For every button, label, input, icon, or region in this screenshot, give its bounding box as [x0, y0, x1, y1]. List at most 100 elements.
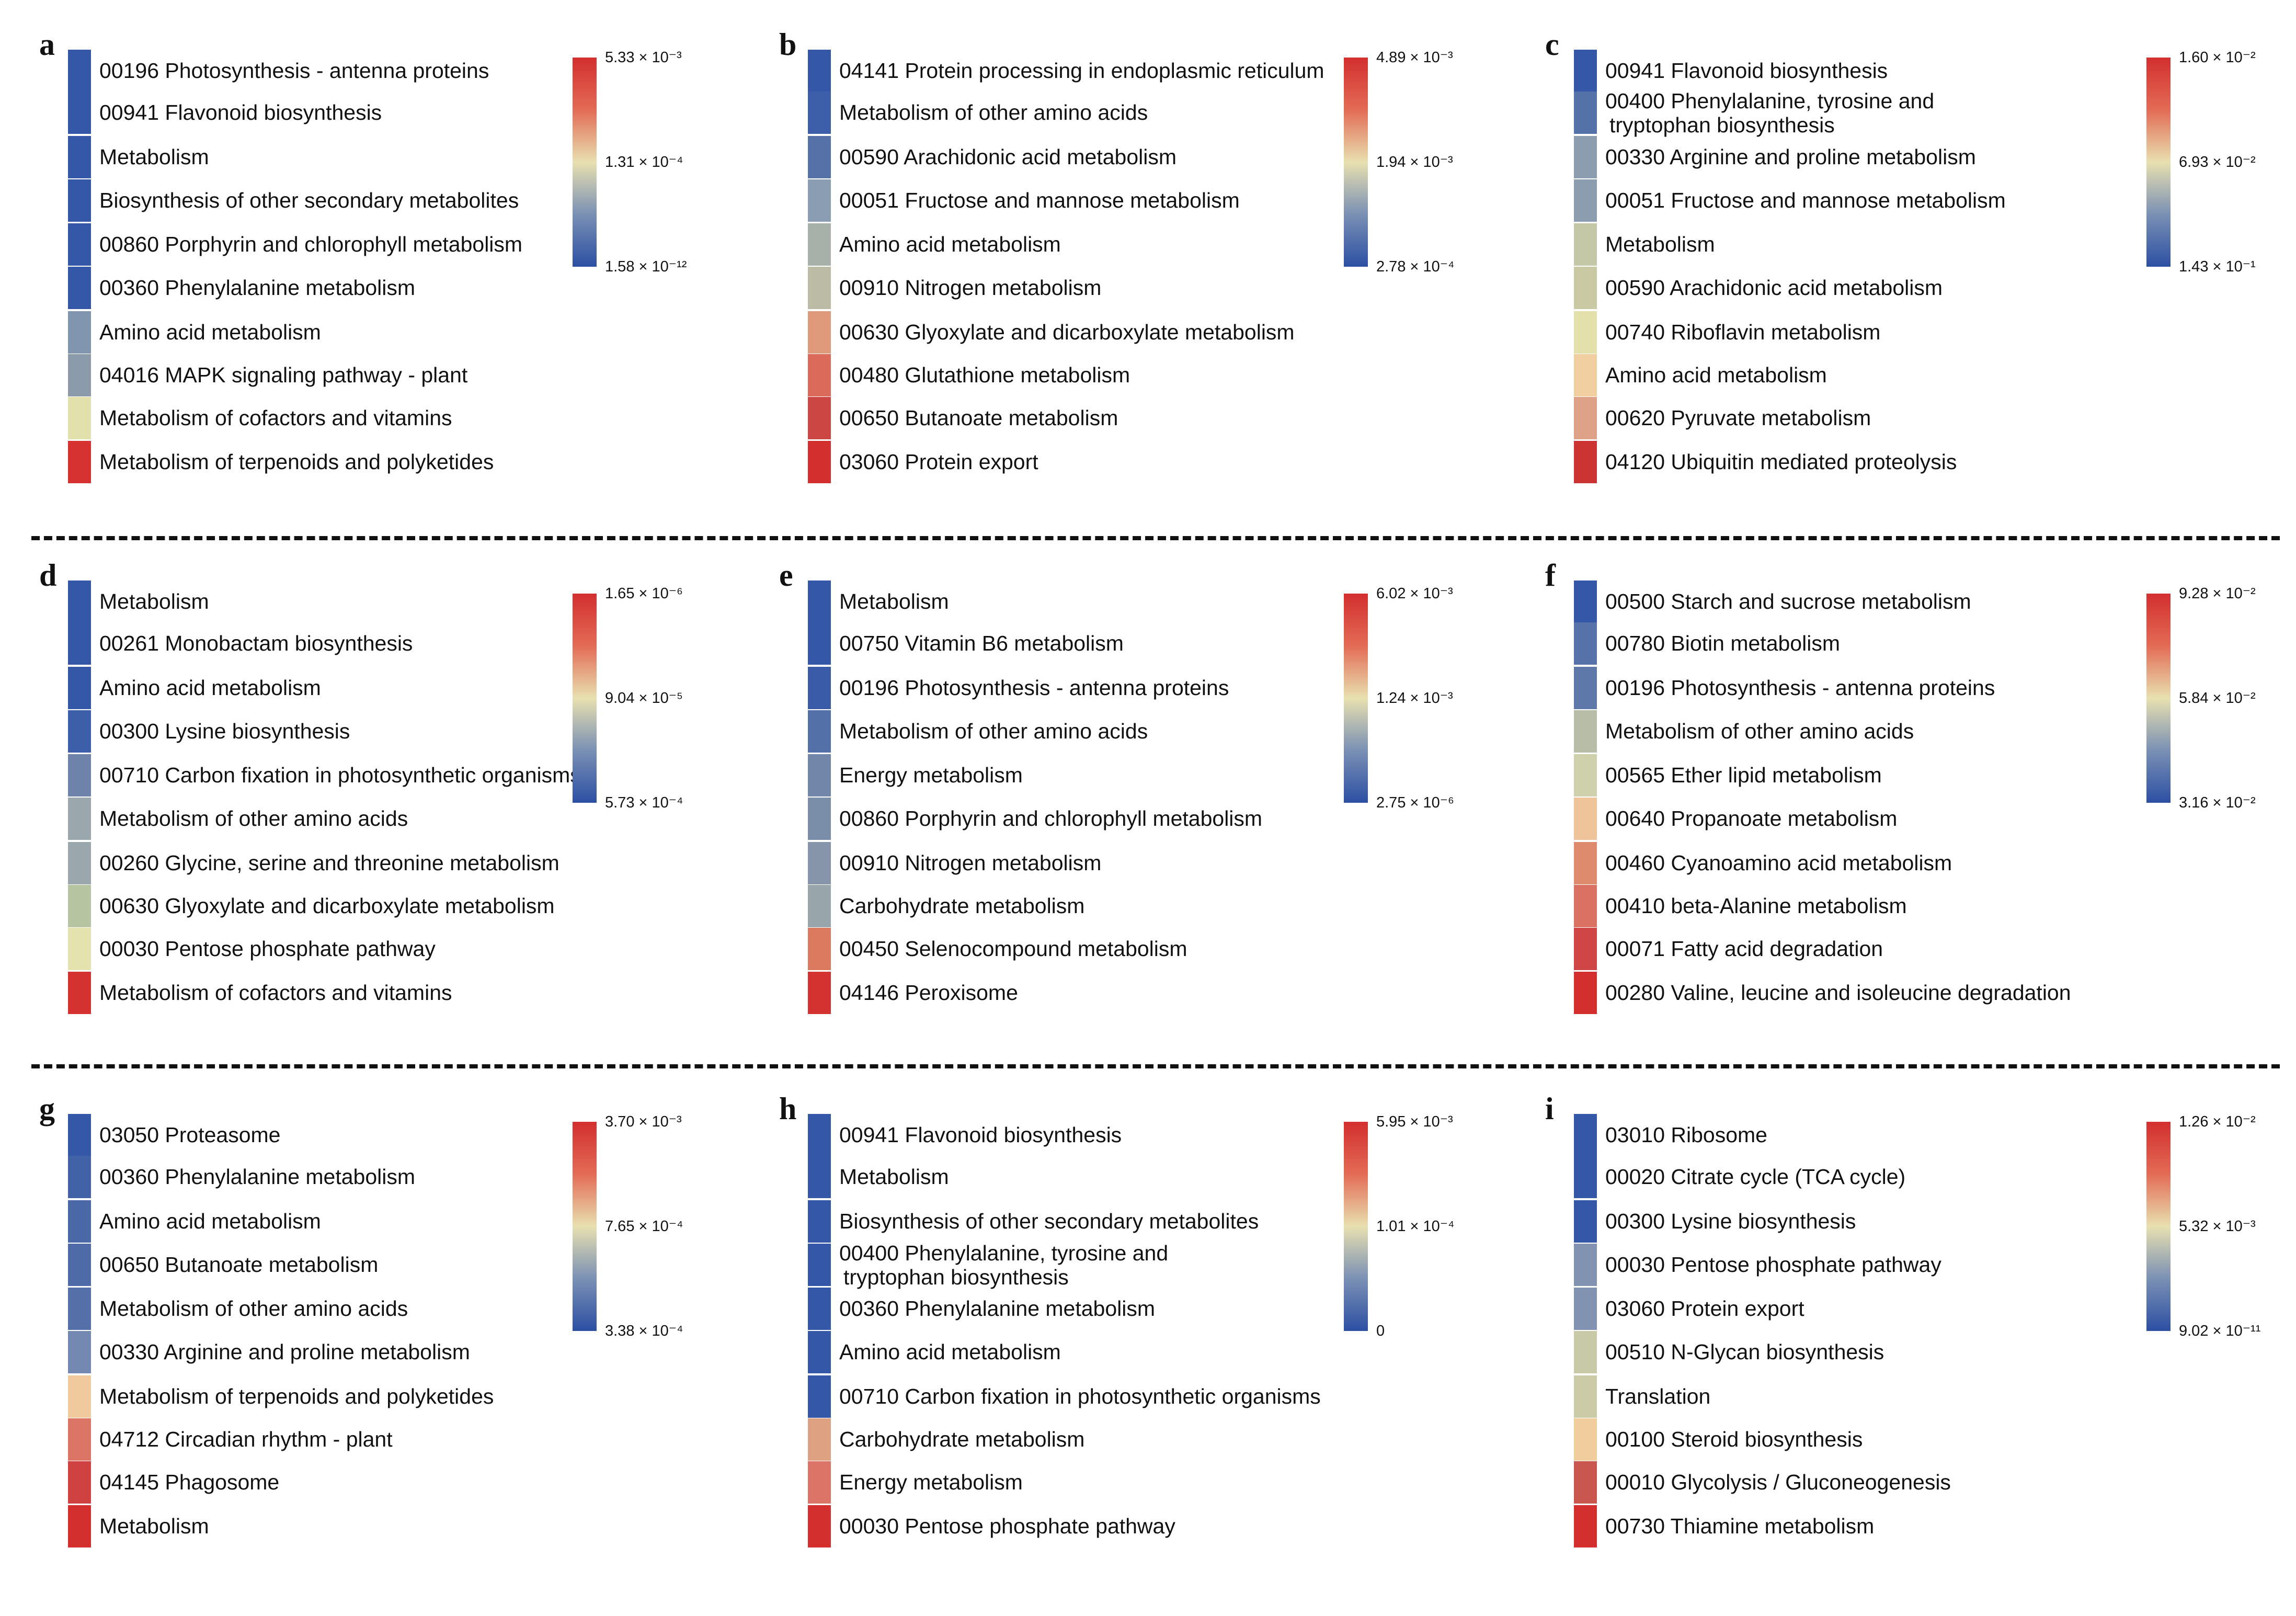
color-swatch: [1574, 1244, 1597, 1286]
color-swatch: [68, 885, 91, 927]
pathway-label: 00650 Butanoate metabolism: [839, 406, 1118, 430]
scale-tick-mid: 6.93 × 10⁻²: [2179, 154, 2256, 170]
scale-tick-mid: 1.31 × 10⁻⁴: [605, 154, 683, 170]
color-swatch: [68, 1114, 91, 1156]
color-swatch: [808, 50, 831, 92]
pathway-label: 03060 Protein export: [839, 450, 1038, 474]
pathway-label: Biosynthesis of other secondary metaboli…: [839, 1209, 1259, 1233]
color-scale-bar: [1344, 594, 1368, 803]
pathway-label: Metabolism: [99, 1514, 209, 1538]
color-swatch: [68, 397, 91, 439]
pathway-label: 00300 Lysine biosynthesis: [99, 719, 350, 743]
pathway-label: Metabolism of cofactors and vitamins: [99, 406, 452, 430]
color-swatch: [808, 179, 831, 222]
color-swatch: [1574, 136, 1597, 178]
color-swatch: [808, 1505, 831, 1547]
scale-tick-min: 9.02 × 10⁻¹¹: [2179, 1323, 2261, 1339]
color-swatch: [68, 136, 91, 178]
color-swatch: [68, 1375, 91, 1418]
scale-tick-max: 1.26 × 10⁻²: [2179, 1113, 2256, 1130]
pathway-label: Amino acid metabolism: [99, 1209, 321, 1233]
color-swatch: [808, 842, 831, 884]
scale-tick-max: 6.02 × 10⁻³: [1376, 585, 1453, 602]
color-swatch: [808, 136, 831, 178]
pathway-label-line1: 00400 Phenylalanine, tyrosine and: [1605, 88, 1935, 113]
pathway-label-line2: tryptophan biosynthesis: [843, 1265, 1069, 1289]
color-swatch: [808, 581, 831, 623]
pathway-label: Biosynthesis of other secondary metaboli…: [99, 188, 519, 212]
color-swatch: [1574, 1156, 1597, 1198]
dashed-divider: [31, 1064, 2280, 1068]
pathway-label: Energy metabolism: [839, 1470, 1023, 1494]
pathway-label: Carbohydrate metabolism: [839, 1427, 1085, 1451]
color-swatch: [1574, 1200, 1597, 1243]
scale-tick-max: 3.70 × 10⁻³: [605, 1113, 682, 1130]
color-scale-bar: [573, 1122, 597, 1331]
color-swatch: [808, 1418, 831, 1461]
pathway-label: 00510 N-Glycan biosynthesis: [1605, 1340, 1884, 1364]
pathway-label: 00360 Phenylalanine metabolism: [839, 1296, 1156, 1321]
pathway-label: 00196 Photosynthesis - antenna proteins: [99, 59, 489, 83]
pathway-label: Metabolism: [1605, 232, 1715, 256]
pathway-label: 00300 Lysine biosynthesis: [1605, 1209, 1856, 1233]
color-swatch: [68, 710, 91, 753]
pathway-label: Amino acid metabolism: [99, 320, 321, 344]
scale-tick-mid: 1.94 × 10⁻³: [1376, 154, 1453, 170]
pathway-label: 03010 Ribosome: [1605, 1123, 1767, 1147]
pathway-label: 00780 Biotin metabolism: [1605, 631, 1840, 655]
pathway-label: 00330 Arginine and proline metabolism: [99, 1340, 470, 1364]
color-swatch: [68, 1505, 91, 1547]
color-swatch: [68, 1200, 91, 1243]
scale-tick-min: 5.73 × 10⁻⁴: [605, 794, 683, 811]
pathway-label: Metabolism of other amino acids: [839, 100, 1148, 124]
color-swatch: [68, 581, 91, 623]
pathway-label: 00030 Pentose phosphate pathway: [839, 1514, 1175, 1538]
color-swatch: [68, 179, 91, 222]
color-swatch: [68, 223, 91, 266]
pathway-label: 00860 Porphyrin and chlorophyll metaboli…: [839, 806, 1263, 830]
scale-tick-mid: 9.04 × 10⁻⁵: [605, 690, 683, 707]
pathway-label: 00051 Fructose and mannose metabolism: [839, 188, 1240, 212]
color-swatch: [1574, 1288, 1597, 1330]
color-swatch: [1574, 710, 1597, 753]
scale-tick-min: 3.16 × 10⁻²: [2179, 794, 2256, 811]
pathway-label: 00196 Photosynthesis - antenna proteins: [839, 676, 1229, 700]
scale-tick-mid: 5.32 × 10⁻³: [2179, 1218, 2256, 1235]
color-swatch: [68, 798, 91, 840]
pathway-label: 00710 Carbon fixation in photosynthetic …: [839, 1384, 1321, 1408]
color-swatch: [808, 354, 831, 396]
color-swatch: [1574, 267, 1597, 309]
pathway-label: 00071 Fatty acid degradation: [1605, 937, 1883, 961]
pathway-label: Amino acid metabolism: [1605, 363, 1827, 387]
dashed-divider: [31, 536, 2280, 540]
pathway-label: Metabolism: [99, 145, 209, 169]
color-swatch: [68, 622, 91, 665]
scale-tick-max: 5.33 × 10⁻³: [605, 49, 682, 66]
color-swatch: [68, 50, 91, 92]
pathway-label: 00196 Photosynthesis - antenna proteins: [1605, 676, 1995, 700]
color-swatch: [808, 397, 831, 439]
color-swatch: [68, 354, 91, 396]
pathway-label: Metabolism of cofactors and vitamins: [99, 981, 452, 1005]
scale-tick-max: 1.65 × 10⁻⁶: [605, 585, 683, 602]
scale-tick-mid: 5.84 × 10⁻²: [2179, 690, 2256, 707]
color-swatch: [68, 1461, 91, 1504]
pathway-label-line1: 00400 Phenylalanine, tyrosine and: [839, 1241, 1169, 1265]
pathway-label: Metabolism: [839, 589, 949, 613]
pathway-label: 00480 Glutathione metabolism: [839, 363, 1130, 387]
color-swatch: [808, 311, 831, 354]
panel-letter: f: [1545, 558, 1556, 593]
color-swatch: [1574, 311, 1597, 354]
pathway-label: 00500 Starch and sucrose metabolism: [1605, 589, 1971, 613]
pathway-label: Amino acid metabolism: [839, 1340, 1061, 1364]
panel-letter: d: [39, 558, 57, 593]
color-swatch: [808, 1114, 831, 1156]
panel-letter: e: [779, 558, 793, 593]
color-swatch: [808, 1288, 831, 1330]
